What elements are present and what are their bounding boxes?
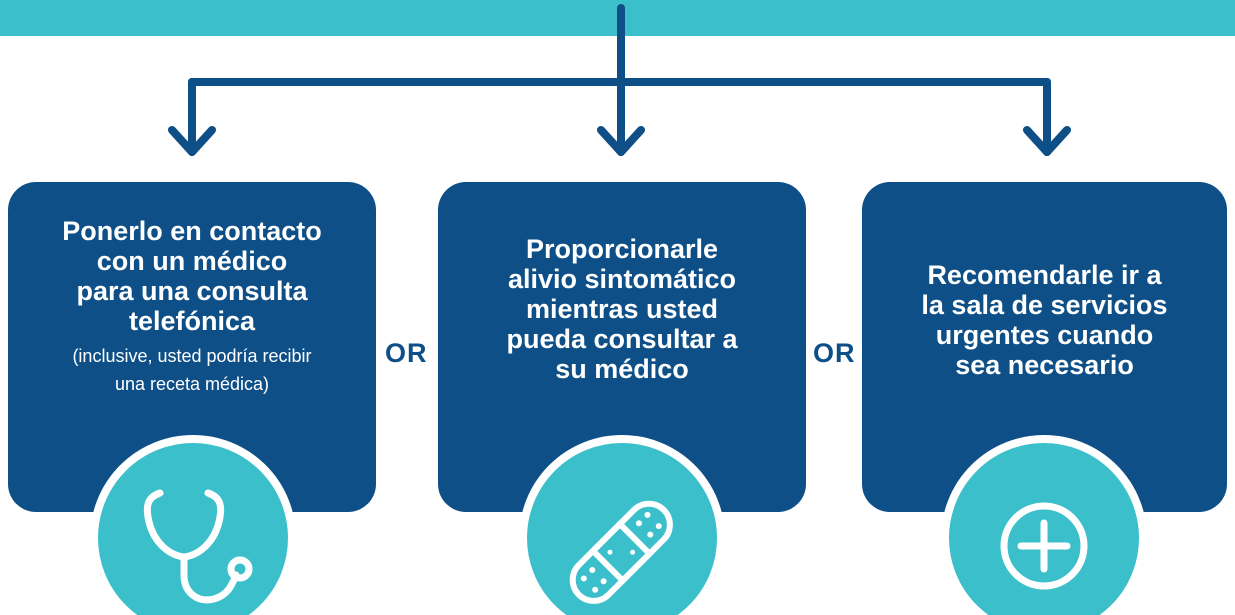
arrow-down-icon xyxy=(1023,126,1071,156)
option-title: Proporcionarle alivio sintomático mientr… xyxy=(506,234,738,384)
icon-badge xyxy=(90,435,296,615)
option-subtitle: (inclusive, usted podría recibir una rec… xyxy=(72,346,312,394)
option-title: Ponerlo en contacto con un médico para u… xyxy=(62,216,322,336)
option-title: Recomendarle ir a la sala de servicios u… xyxy=(921,260,1168,380)
bandage-icon xyxy=(569,500,673,604)
or-separator: OR xyxy=(813,338,856,368)
or-separator: OR xyxy=(385,338,428,368)
stethoscope-icon xyxy=(143,489,253,604)
plus-circle-icon xyxy=(1000,502,1088,590)
arrow-down-icon xyxy=(597,126,645,156)
icon-badge xyxy=(519,435,725,615)
arrow-down-icon xyxy=(168,126,216,156)
icon-badge xyxy=(941,435,1147,615)
